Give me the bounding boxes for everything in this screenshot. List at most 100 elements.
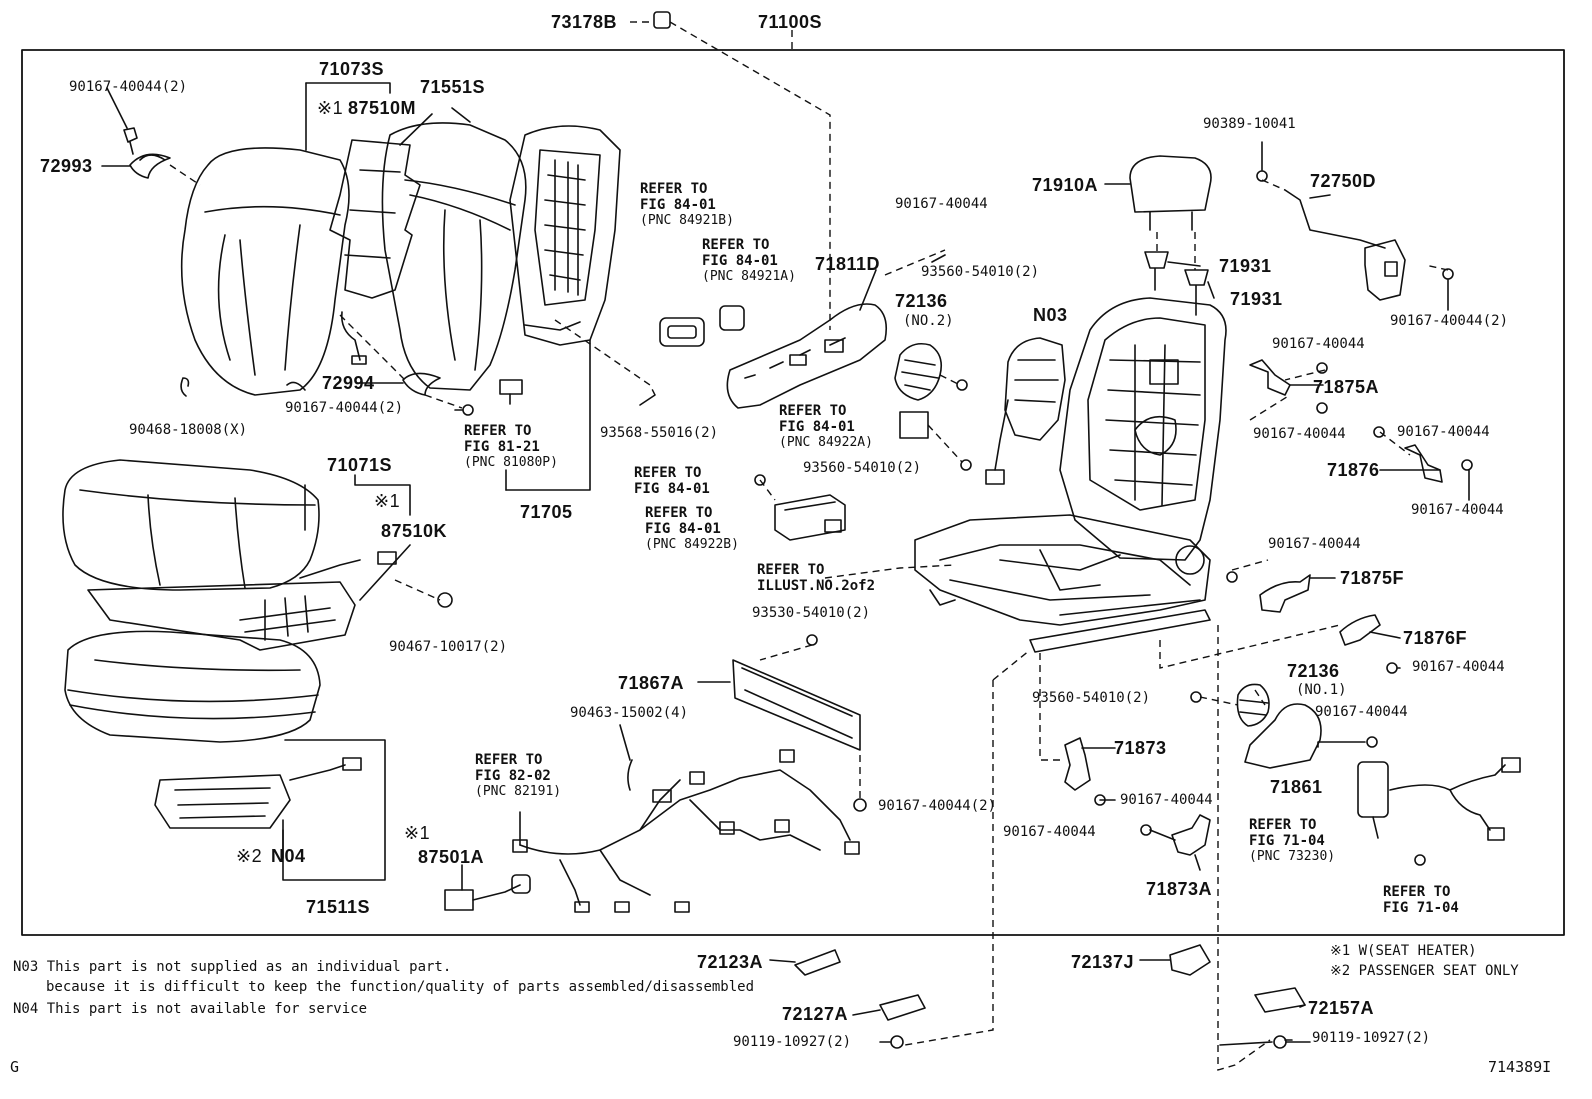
label-71100S: 71100S <box>758 12 823 32</box>
bracket-71875A <box>1249 359 1291 396</box>
label-90167-40044-2-c: 90167-40044(2) <box>878 798 997 814</box>
knob-72136-no1 <box>1236 683 1270 727</box>
note-n04: N04 This part is not available for servi… <box>13 1001 368 1017</box>
label-93560-54010-mid: 93560-54010(2) <box>803 460 922 476</box>
label-72750D: 72750D <box>1310 171 1377 191</box>
headrest-guides <box>1144 251 1209 316</box>
label-72127A: 72127A <box>782 1004 849 1024</box>
label-71511S: 71511S <box>306 897 371 917</box>
label-87501A: 87501A <box>418 847 485 867</box>
screw-90119-b <box>1273 1035 1287 1049</box>
label-72137J: 72137J <box>1071 952 1135 972</box>
label-71875A: 71875A <box>1313 377 1380 397</box>
label-90119-10927-b: 90119-10927(2) <box>1312 1030 1431 1046</box>
switch-84921B <box>659 317 705 347</box>
cover-72137J <box>1169 944 1211 976</box>
label-90167-40044-r3: 90167-40044 <box>1397 424 1490 440</box>
sensor-mat-N04 <box>154 757 362 829</box>
screw-90119-a <box>890 1035 904 1049</box>
label-90167-40044-r9: 90167-40044 <box>1003 824 1096 840</box>
harness-87501A <box>444 874 531 911</box>
label-90389-10041: 90389-10041 <box>1203 116 1296 132</box>
label-90167-40044-mid: 90167-40044 <box>895 196 988 212</box>
label-72993: 72993 <box>40 156 93 176</box>
cover-71867A <box>732 659 861 751</box>
label-71811D: 71811D <box>815 254 881 274</box>
label-71931-a: 71931 <box>1219 256 1272 276</box>
switch-84922B <box>774 494 846 541</box>
mark-87501A: ※1 <box>404 823 431 843</box>
switch-84921A <box>719 305 745 331</box>
label-71910A: 71910A <box>1032 175 1099 195</box>
seatback-heater-mat <box>329 139 421 365</box>
screw-72994 <box>462 404 474 416</box>
wire-72750D <box>1284 189 1454 301</box>
label-71551S: 71551S <box>420 77 486 97</box>
label-90167-40044-r4: 90167-40044 <box>1411 502 1504 518</box>
switch-84922A <box>899 411 929 439</box>
legend-seat-heater: ※1 W(SEAT HEATER) <box>1330 943 1477 959</box>
label-93560-54010-low: 93560-54010(2) <box>1032 690 1151 706</box>
label-90119-10927-a: 90119-10927(2) <box>733 1034 852 1050</box>
label-72136-no2: 72136 <box>895 291 948 311</box>
wire-harness-82191 <box>512 749 860 913</box>
label-71873A: 71873A <box>1146 879 1213 899</box>
label-90167-40044-2-b: 90167-40044(2) <box>285 400 404 416</box>
airbag-module-N03 <box>985 337 1066 485</box>
label-71931-b: 71931 <box>1230 289 1283 309</box>
cushion-pad <box>64 630 321 743</box>
screw-93560-top <box>956 379 968 391</box>
bracket-71873A <box>1171 814 1211 856</box>
connector-81080P <box>499 379 523 395</box>
label-72136-no2-sub: (NO.2) <box>903 313 954 329</box>
label-87510K: 87510K <box>381 521 448 541</box>
label-71876F: 71876F <box>1403 628 1468 648</box>
label-93568-55016: 93568-55016(2) <box>600 425 719 441</box>
label-90167-40044-r2: 90167-40044 <box>1253 426 1346 442</box>
label-N04: N04 <box>271 846 306 866</box>
label-71875F: 71875F <box>1340 568 1405 588</box>
seat-frame-main <box>914 297 1227 653</box>
label-71073S: 71073S <box>319 59 385 79</box>
cover-72127A <box>879 994 926 1021</box>
illustration-number: 714389I <box>1488 1058 1552 1076</box>
cover-72123A <box>794 949 841 976</box>
label-72136-no1-sub: (NO.1) <box>1296 682 1347 698</box>
bracket-71875F <box>1259 574 1311 613</box>
clip-73178B <box>653 11 671 29</box>
clip-72993 <box>129 153 171 179</box>
label-N03: N03 <box>1033 305 1068 325</box>
label-72994: 72994 <box>322 373 375 393</box>
clip-72994 <box>402 372 441 396</box>
seatbelt-buckle <box>1357 757 1521 841</box>
diagram-frame <box>21 49 1565 936</box>
label-90167-40044-r6: 90167-40044 <box>1412 659 1505 675</box>
cushion-heater-mat <box>87 551 397 651</box>
bracket-71876F <box>1339 614 1381 646</box>
bracket-71876 <box>1404 444 1443 483</box>
seatback-pad <box>381 122 527 391</box>
cushion-cover <box>62 459 320 591</box>
label-90467-10017: 90467-10017(2) <box>389 639 508 655</box>
label-90167-40044-r7: 90167-40044 <box>1315 704 1408 720</box>
knob-72136-no2 <box>894 342 943 401</box>
label-73178B: 73178B <box>551 12 618 32</box>
pin-90468 <box>180 377 190 397</box>
cover-72157A <box>1254 987 1306 1013</box>
label-71861: 71861 <box>1270 777 1323 797</box>
note-n03-line1: N03 This part is not supplied as an indi… <box>13 959 452 975</box>
label-93530-54010: 93530-54010(2) <box>752 605 871 621</box>
screw-72993 <box>123 127 138 155</box>
headrest <box>1129 155 1212 231</box>
